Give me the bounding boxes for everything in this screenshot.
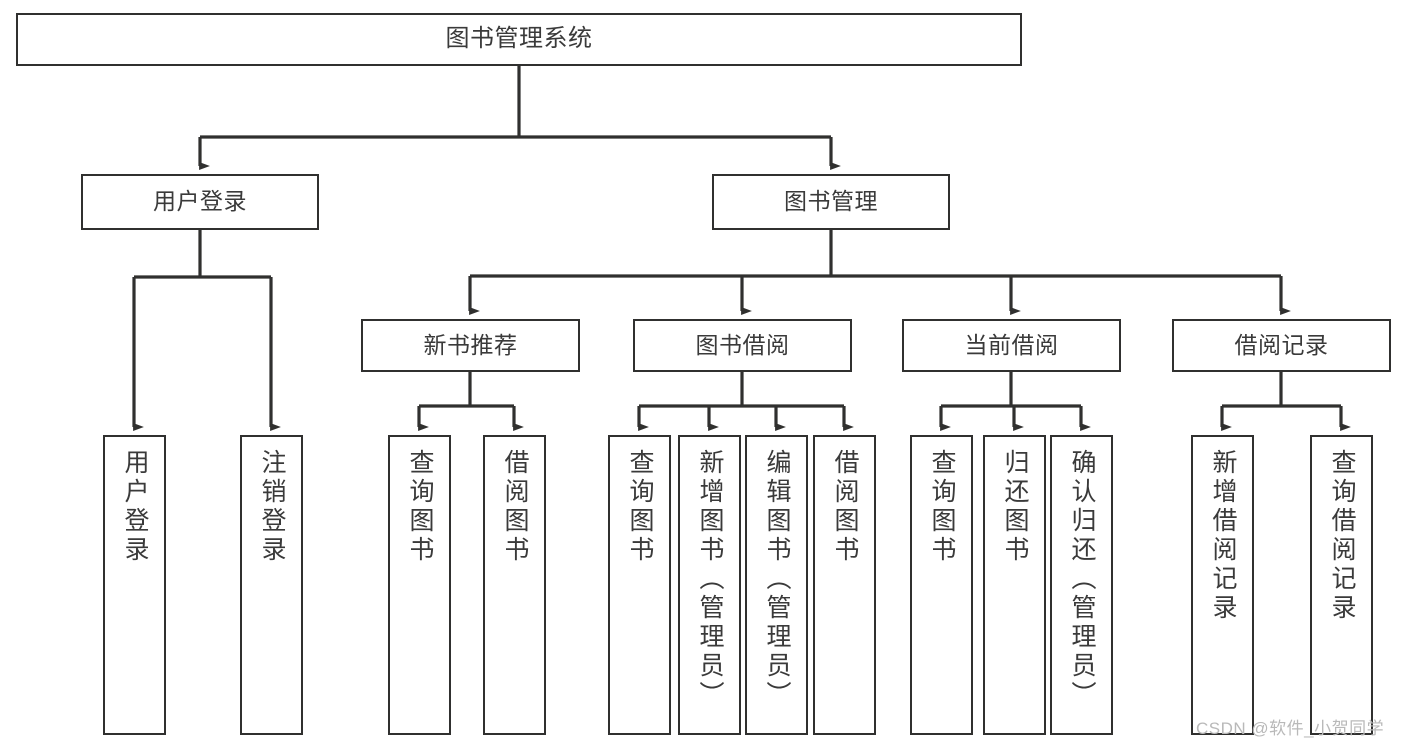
node-leaf-borrow-book-bb-label: 借阅图书 [831,449,859,565]
node-user-login[interactable]: 用户登录 [81,174,319,230]
node-leaf-return-book[interactable]: 归还图书 [983,435,1046,735]
node-current-borrow-label: 当前借阅 [964,331,1059,358]
node-leaf-query-book-cb-label: 查询图书 [928,449,956,565]
node-borrow-record[interactable]: 借阅记录 [1172,319,1391,372]
node-current-borrow[interactable]: 当前借阅 [902,319,1121,372]
node-leaf-borrow-book-nb[interactable]: 借阅图书 [483,435,546,735]
node-leaf-query-book-nb[interactable]: 查询图书 [388,435,451,735]
node-leaf-logout-login[interactable]: 注销登录 [240,435,303,735]
node-root-label: 图书管理系统 [445,25,593,53]
node-leaf-return-book-label: 归还图书 [1001,449,1029,565]
node-leaf-user-login[interactable]: 用户登录 [103,435,166,735]
node-leaf-add-book[interactable]: 新增图书（管理员） [678,435,741,735]
node-book-manage-label: 图书管理 [784,188,878,215]
node-leaf-user-login-label: 用户登录 [121,449,149,565]
watermark: CSDN @软件_小贺同学 [1196,719,1385,738]
node-book-borrow[interactable]: 图书借阅 [633,319,852,372]
node-leaf-add-record-label: 新增借阅记录 [1209,449,1237,623]
node-leaf-confirm-return[interactable]: 确认归还（管理员） [1050,435,1113,735]
node-book-manage[interactable]: 图书管理 [712,174,950,230]
node-leaf-query-book-nb-label: 查询图书 [406,449,434,565]
node-user-login-label: 用户登录 [153,188,247,215]
node-leaf-query-record-label: 查询借阅记录 [1328,449,1356,623]
node-root[interactable]: 图书管理系统 [16,13,1022,66]
node-leaf-query-book-bb-label: 查询图书 [626,449,654,565]
node-leaf-add-book-label: 新增图书（管理员） [696,449,724,710]
node-leaf-edit-book[interactable]: 编辑图书（管理员） [745,435,808,735]
node-new-book-recommend-label: 新书推荐 [423,331,518,358]
node-leaf-query-record[interactable]: 查询借阅记录 [1310,435,1373,735]
node-leaf-add-record[interactable]: 新增借阅记录 [1191,435,1254,735]
node-leaf-confirm-return-label: 确认归还（管理员） [1068,449,1096,710]
node-leaf-query-book-cb[interactable]: 查询图书 [910,435,973,735]
node-new-book-recommend[interactable]: 新书推荐 [361,319,580,372]
node-leaf-logout-login-label: 注销登录 [258,449,286,565]
node-leaf-borrow-book-bb[interactable]: 借阅图书 [813,435,876,735]
node-leaf-borrow-book-nb-label: 借阅图书 [501,449,529,565]
node-leaf-edit-book-label: 编辑图书（管理员） [763,449,791,710]
node-leaf-query-book-bb[interactable]: 查询图书 [608,435,671,735]
node-book-borrow-label: 图书借阅 [695,331,790,358]
node-borrow-record-label: 借阅记录 [1234,331,1329,358]
